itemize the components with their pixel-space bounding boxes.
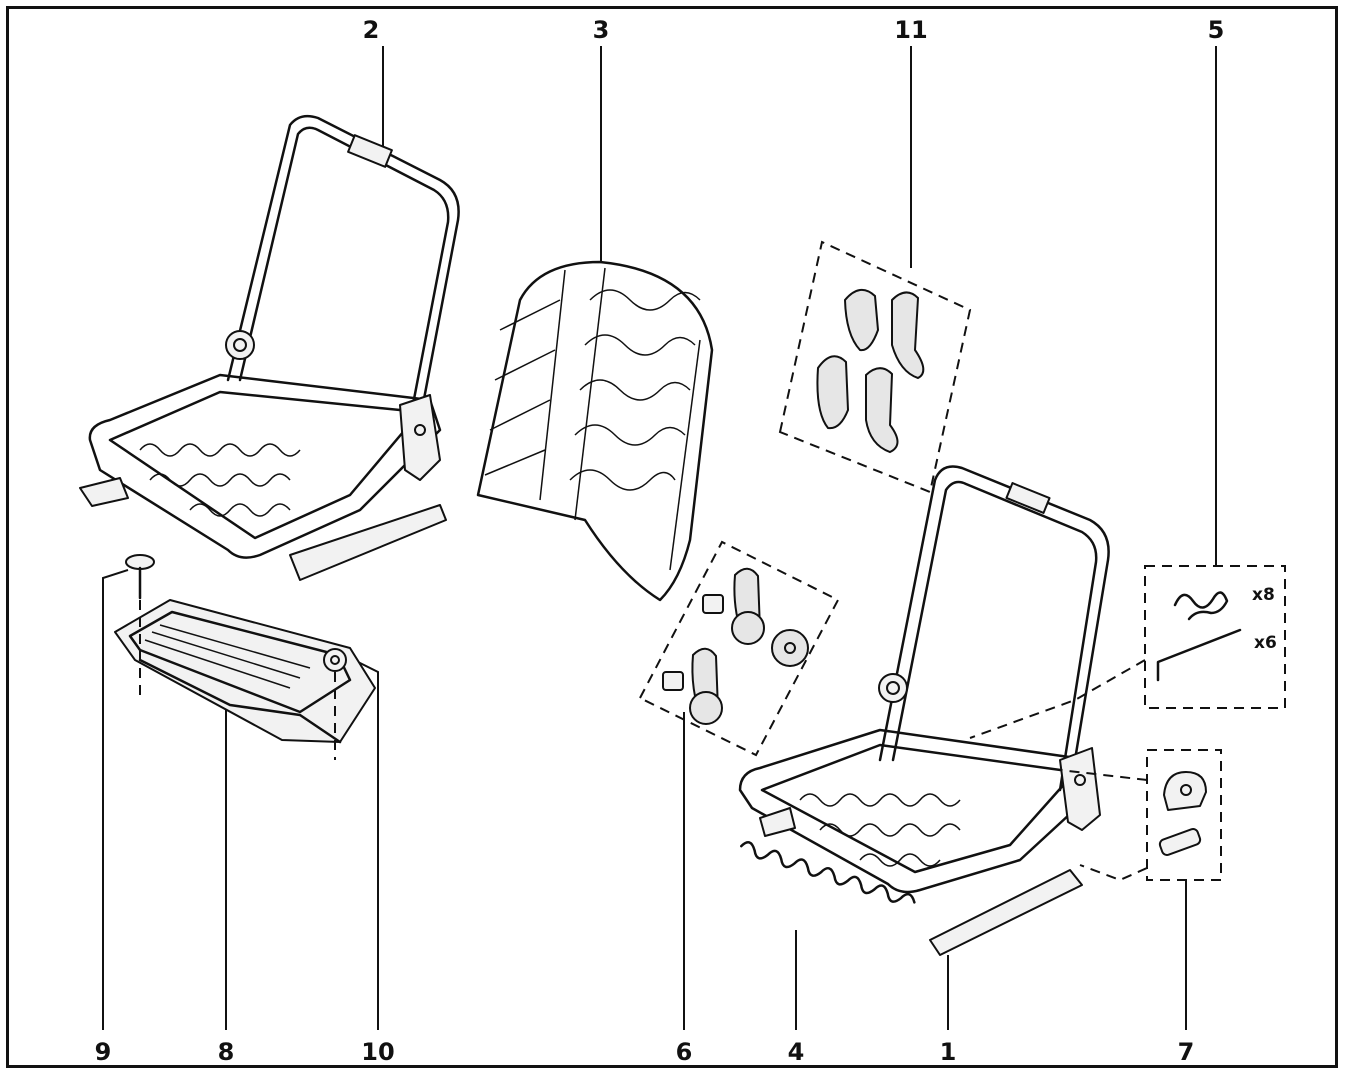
callout-2: 2 (363, 16, 380, 44)
backrest-spring-mat (476, 260, 714, 602)
callout-8: 8 (218, 1038, 235, 1066)
seat-spring (740, 841, 916, 904)
callout-10: 10 (361, 1038, 394, 1066)
tray-screw (125, 554, 155, 700)
callout-4: 4 (788, 1038, 805, 1066)
callout-9: 9 (95, 1038, 112, 1066)
rods-quantity: x6 (1254, 633, 1277, 653)
adjuster-knobs-kit (638, 540, 840, 757)
callout-7: 7 (1178, 1038, 1195, 1066)
diagram-frame (6, 6, 1338, 1068)
leader-lines (102, 46, 1217, 1030)
clips-quantity: x8 (1252, 585, 1275, 605)
callout-3: 3 (593, 16, 610, 44)
small-fittings-kit (1059, 749, 1222, 882)
seat-frame-left (79, 114, 460, 581)
callout-5: 5 (1208, 16, 1225, 44)
clips-and-rods-kit: x8 x6 (969, 565, 1286, 739)
storage-tray (114, 599, 376, 744)
lumbar-pads-kit (778, 240, 972, 494)
callout-6: 6 (676, 1038, 693, 1066)
callout-11: 11 (894, 16, 927, 44)
tray-nut (323, 648, 347, 760)
seat-frame-right (738, 465, 1110, 956)
callout-1: 1 (940, 1038, 957, 1066)
